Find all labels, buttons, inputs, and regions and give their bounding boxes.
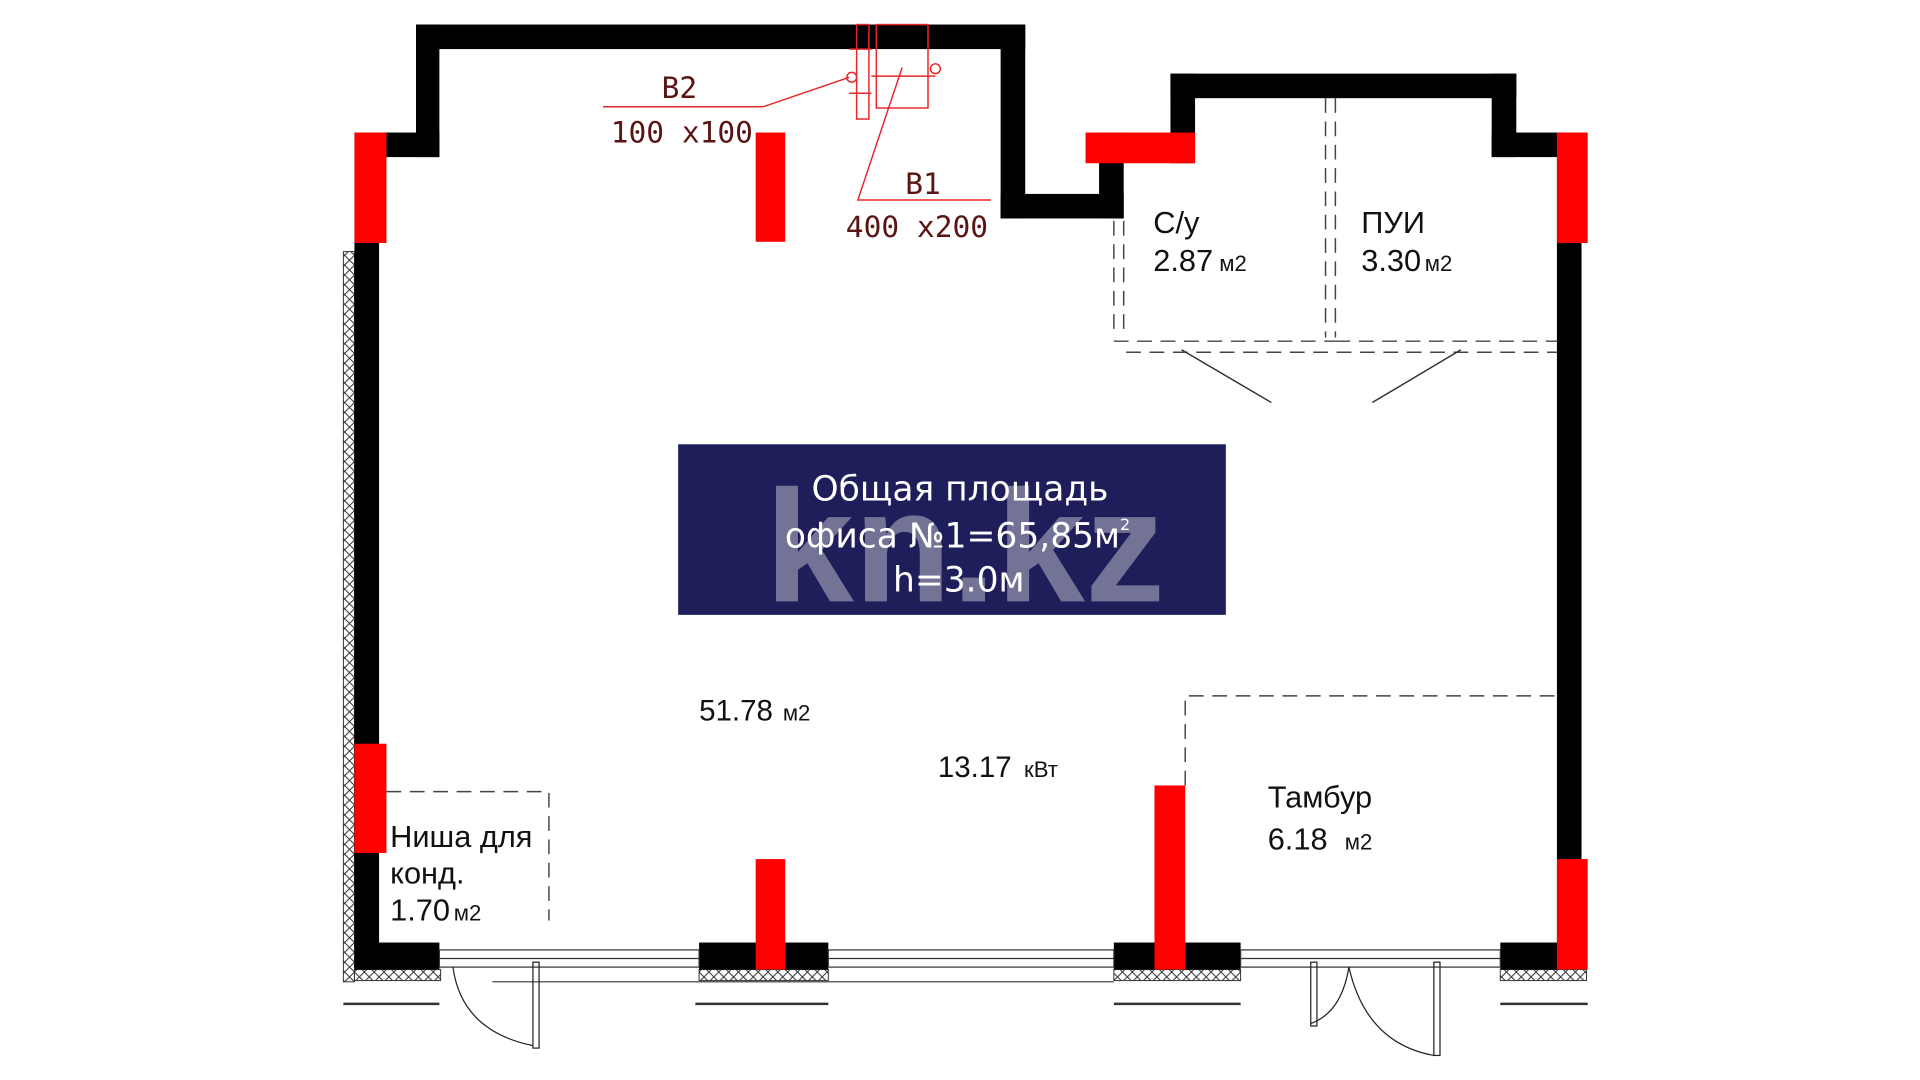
banner-line2-text: офиса №1=65,85м bbox=[785, 516, 1120, 556]
wc-name: С/у bbox=[1153, 205, 1200, 240]
main-area-unit: м2 bbox=[783, 700, 811, 725]
pui-area-value: 3.30 bbox=[1361, 243, 1421, 278]
pui-name: ПУИ bbox=[1361, 205, 1425, 240]
partitions bbox=[386, 98, 1557, 921]
banner-line1: Общая площадь bbox=[812, 470, 1109, 510]
tambur-area: 6.18 м2 bbox=[1268, 821, 1373, 856]
wc-area-value: 2.87 bbox=[1153, 243, 1213, 278]
power-unit: кВт bbox=[1024, 757, 1058, 782]
insulation-bottom bbox=[353, 969, 442, 982]
vent-b2-size: 100 x100 bbox=[611, 115, 753, 149]
niche-area-unit: м2 bbox=[454, 900, 482, 925]
insulation-bottom bbox=[1499, 969, 1587, 982]
vent-b2-label: В2 bbox=[662, 71, 698, 105]
windows bbox=[343, 949, 1588, 1006]
banner-line3: h=3.0м bbox=[893, 561, 1024, 601]
wc-doors[interactable] bbox=[1181, 349, 1462, 404]
insulation-left bbox=[342, 251, 355, 983]
columns bbox=[354, 132, 1588, 970]
tambur-area-value: 6.18 bbox=[1268, 821, 1328, 856]
main-area: 51.78 м2 bbox=[699, 694, 810, 727]
insulation-bottom bbox=[1113, 969, 1242, 982]
vent-b1-label: В1 bbox=[905, 167, 941, 201]
power-value: 13.17 кВт bbox=[938, 751, 1058, 784]
vent-shafts bbox=[603, 23, 991, 201]
vent-b1-size: 400 x200 bbox=[846, 210, 988, 244]
tambur-area-unit: м2 bbox=[1345, 829, 1373, 854]
power-number: 13.17 bbox=[938, 751, 1012, 784]
main-area-value: 51.78 bbox=[699, 694, 773, 727]
niche-area-value: 1.70 bbox=[390, 892, 450, 927]
entrance-door-left[interactable] bbox=[452, 961, 540, 1049]
niche-name-line2: конд. bbox=[390, 856, 464, 891]
wc-area-unit: м2 bbox=[1219, 251, 1247, 276]
watermark-logo: kn.kz bbox=[765, 457, 1165, 636]
total-area-banner bbox=[678, 444, 1226, 615]
pui-area-unit: м2 bbox=[1425, 251, 1453, 276]
entrance-door-right[interactable] bbox=[1310, 961, 1441, 1057]
banner-line2: офиса №1=65,85м2 bbox=[785, 515, 1130, 556]
insulation-bottom bbox=[698, 969, 829, 982]
tambur-name: Тамбур bbox=[1268, 780, 1372, 815]
banner-line2-sup: 2 bbox=[1120, 515, 1130, 534]
niche-name-line1: Ниша для bbox=[390, 819, 532, 854]
